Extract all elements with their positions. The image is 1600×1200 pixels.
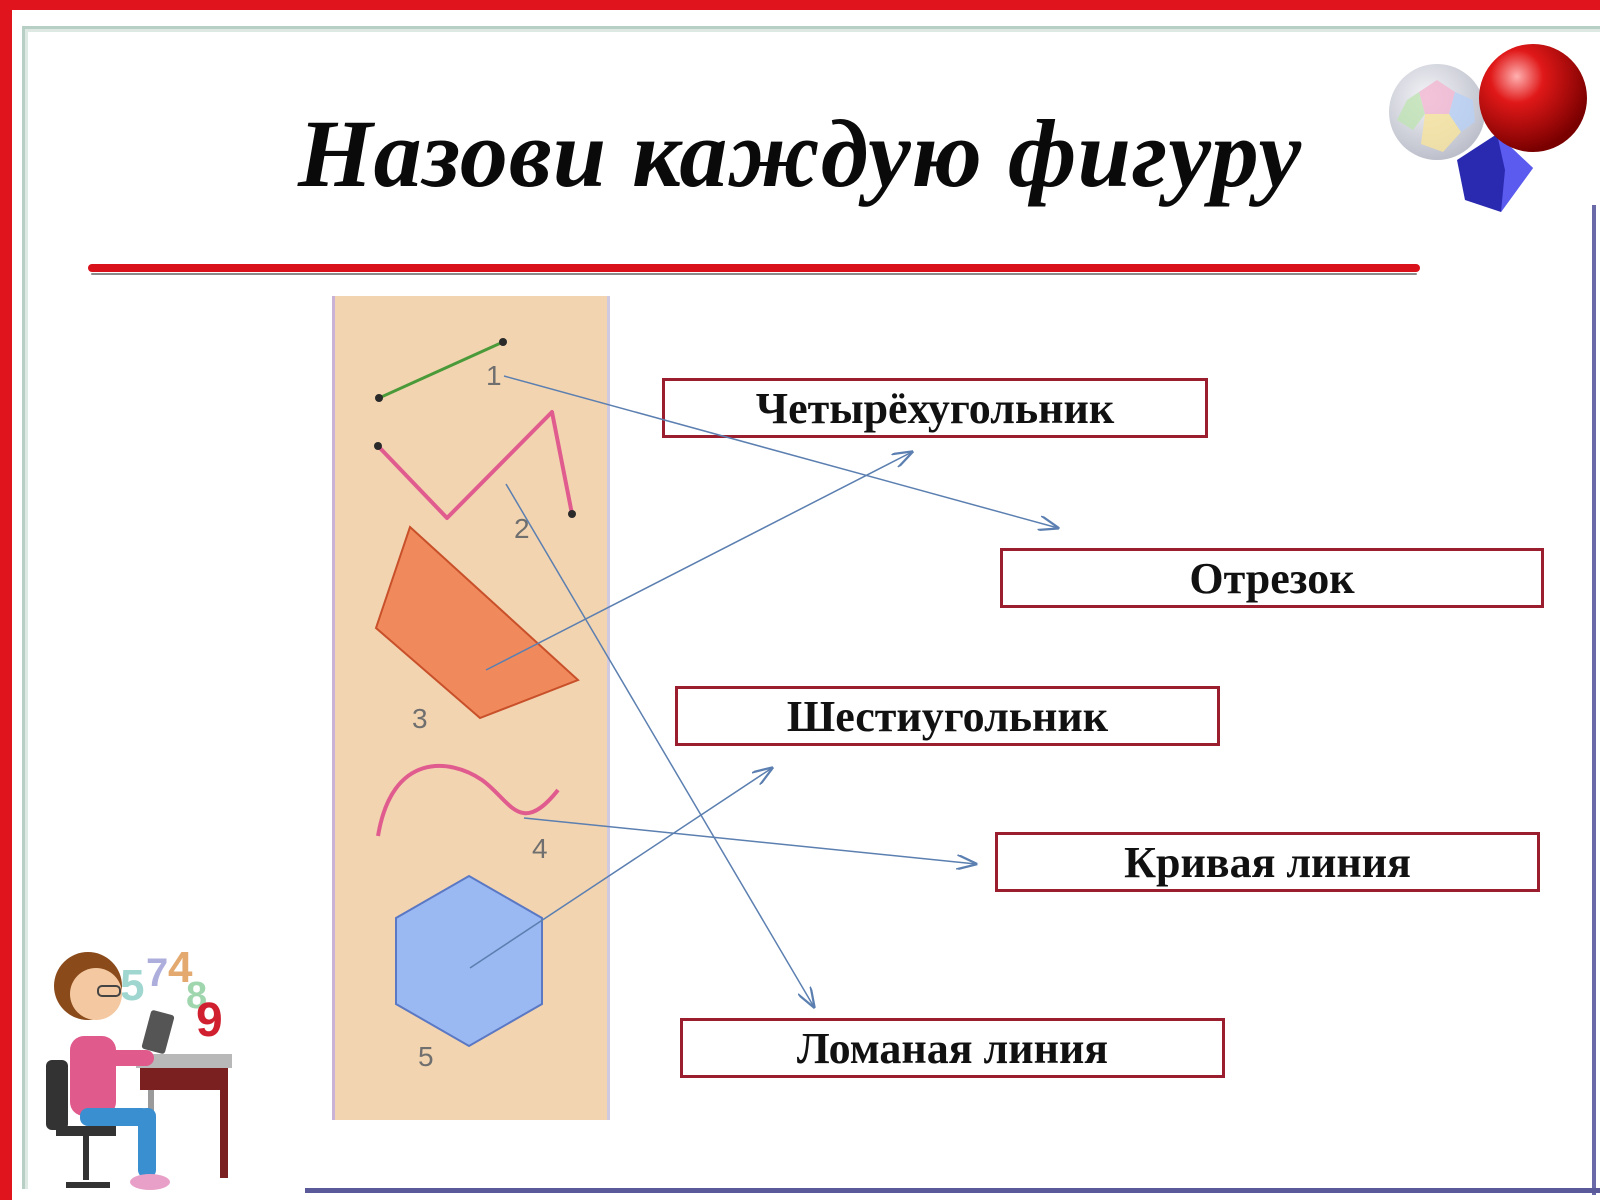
arrow-segment [503, 375, 1058, 528]
arrow-quadrilateral [485, 452, 912, 671]
hexagon-icon [395, 874, 543, 1048]
answer-curve[interactable]: Кривая линия [995, 832, 1540, 892]
arrow-curve [523, 817, 976, 864]
frame-top-border [0, 0, 1600, 10]
svg-text:7: 7 [146, 951, 168, 995]
frame-left-border [0, 0, 12, 1200]
quadrilateral-icon [374, 525, 580, 720]
figure-number-5: 5 [418, 1041, 434, 1072]
geometric-solids-icon [1389, 44, 1587, 212]
svg-text:5: 5 [120, 961, 144, 1010]
curve-line-icon [376, 763, 560, 837]
broken-line-icon [374, 410, 576, 520]
answer-hexagon[interactable]: Шестиугольник [675, 686, 1220, 746]
arrow-broken-line [505, 483, 814, 1007]
inner-frame [22, 26, 1600, 1189]
title-underline [88, 264, 1420, 272]
arrow-hexagon [469, 768, 772, 969]
figure-number-2: 2 [514, 513, 530, 544]
figure-number-3: 3 [412, 703, 428, 734]
svg-text:8: 8 [186, 975, 207, 1017]
figure-number-1: 1 [486, 360, 502, 391]
figure-number-4: 4 [532, 833, 548, 864]
svg-text:9: 9 [196, 994, 223, 1047]
answer-quadrilateral[interactable]: Четырёхугольник [662, 378, 1208, 438]
answer-polyline[interactable]: Ломаная линия [680, 1018, 1225, 1078]
bottom-rule [305, 1188, 1600, 1193]
segment-icon [375, 338, 507, 402]
right-rule [1592, 205, 1596, 1195]
slide-title: Назови каждую фигуру [297, 100, 1303, 207]
answer-segment[interactable]: Отрезок [1000, 548, 1544, 608]
svg-text:4: 4 [168, 943, 193, 992]
student-at-desk-icon: 5 7 4 8 9 [46, 943, 232, 1190]
